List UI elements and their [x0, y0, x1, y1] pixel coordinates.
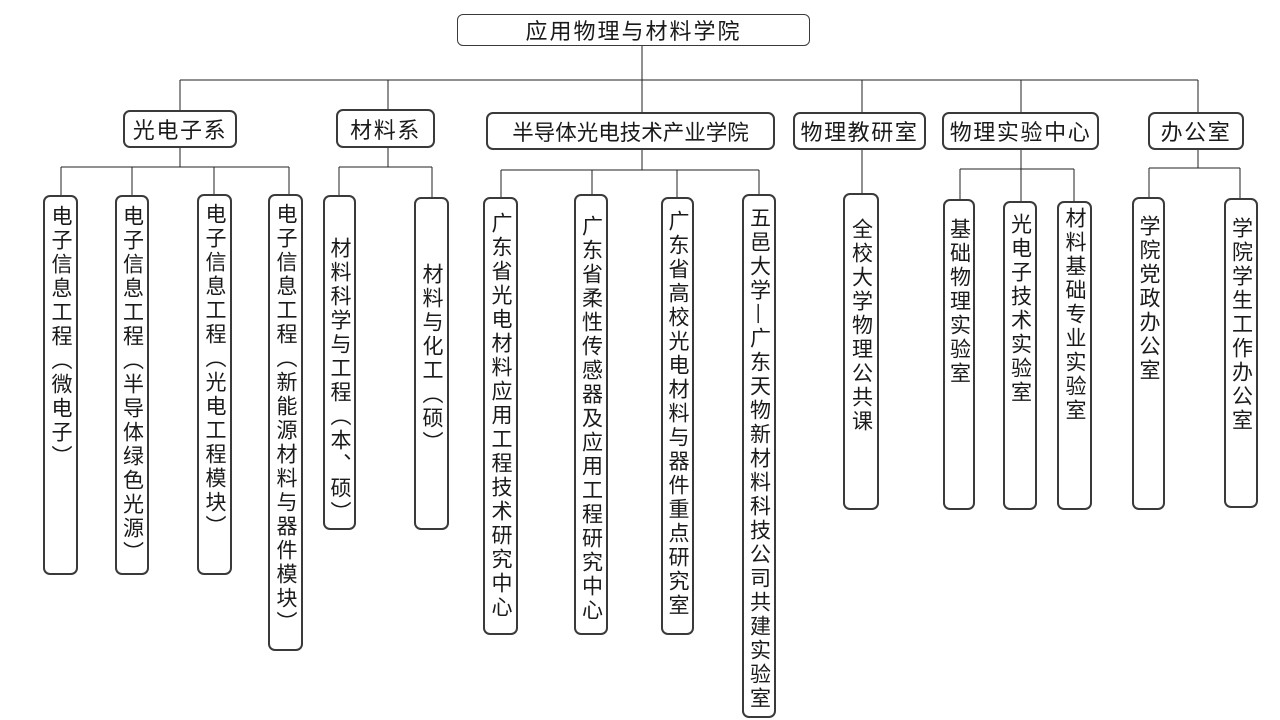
leaf-label: 光电子技术实验室 — [1008, 213, 1033, 405]
leaf-label: 电子信息工程（半导体绿色光源） — [120, 205, 145, 565]
leaf-label: 学院学生工作办公室 — [1229, 217, 1254, 433]
leaf-label: 五邑大学—广东天物新材料科技公司共建实验室 — [747, 207, 772, 711]
leaf-label: 全校大学物理公共课 — [849, 218, 874, 434]
dept-label: 物理教研室 — [800, 121, 919, 146]
dept-label: 半导体光电技术产业学院 — [512, 120, 749, 146]
dept-node-office: 办公室 — [1148, 112, 1244, 150]
root-node-label: 应用物理与材料学院 — [525, 20, 742, 45]
leaf-node: 广东省高校光电材料与器件重点研究室 — [661, 197, 694, 635]
leaf-label: 材料科学与工程（本、硕） — [328, 237, 352, 525]
leaf-label: 广东省柔性传感器及应用工程研究中心 — [579, 215, 604, 623]
leaf-label: 材料与化工（硕） — [420, 263, 444, 455]
leaf-label: 广东省高校光电材料与器件重点研究室 — [666, 210, 690, 618]
leaf-node: 学院学生工作办公室 — [1224, 198, 1258, 508]
leaf-label: 电子信息工程（新能源材料与器件模块） — [274, 203, 298, 635]
leaf-label: 电子信息工程（微电子） — [49, 205, 73, 469]
leaf-node: 基础物理实验室 — [943, 199, 975, 510]
dept-node-semiconductor-college: 半导体光电技术产业学院 — [486, 112, 775, 150]
leaf-node: 材料与化工（硕） — [414, 197, 449, 530]
leaf-node: 五邑大学—广东天物新材料科技公司共建实验室 — [742, 194, 776, 718]
dept-label: 材料系 — [350, 118, 421, 144]
leaf-node: 电子信息工程（新能源材料与器件模块） — [268, 194, 303, 651]
leaf-label: 学院党政办公室 — [1137, 215, 1161, 383]
dept-label: 光电子系 — [132, 119, 228, 144]
leaf-node: 材料科学与工程（本、硕） — [323, 195, 356, 530]
leaf-label: 材料基础专业实验室 — [1063, 207, 1087, 423]
leaf-label: 基础物理实验室 — [947, 218, 972, 386]
leaf-node: 电子信息工程（光电工程模块） — [197, 194, 232, 575]
leaf-node: 电子信息工程（微电子） — [43, 195, 78, 575]
dept-node-physics-teaching: 物理教研室 — [793, 112, 926, 150]
leaf-node: 电子信息工程（半导体绿色光源） — [115, 195, 149, 575]
leaf-label: 广东省光电材料应用工程技术研究中心 — [489, 212, 513, 620]
leaf-node: 广东省柔性传感器及应用工程研究中心 — [574, 194, 608, 635]
leaf-node: 光电子技术实验室 — [1003, 201, 1037, 510]
dept-label: 物理实验中心 — [949, 121, 1092, 146]
dept-node-materials: 材料系 — [336, 109, 435, 148]
leaf-node: 学院党政办公室 — [1132, 197, 1165, 510]
leaf-label: 电子信息工程（光电工程模块） — [203, 203, 227, 539]
root-node: 应用物理与材料学院 — [457, 14, 810, 46]
leaf-node: 广东省光电材料应用工程技术研究中心 — [483, 197, 518, 635]
leaf-node: 全校大学物理公共课 — [843, 193, 879, 510]
leaf-node: 材料基础专业实验室 — [1057, 201, 1092, 510]
dept-label: 办公室 — [1160, 121, 1232, 146]
dept-node-physics-lab-center: 物理实验中心 — [942, 112, 1099, 150]
dept-node-optoelectronics: 光电子系 — [123, 110, 237, 148]
